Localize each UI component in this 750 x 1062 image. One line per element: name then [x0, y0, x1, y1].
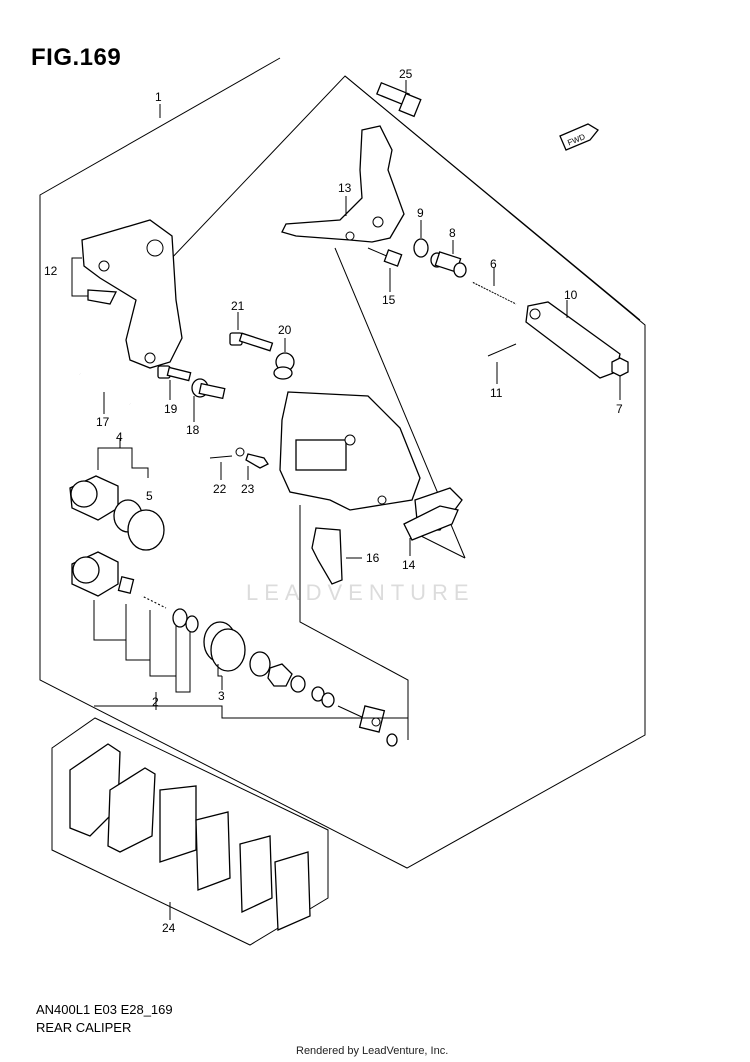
washer-c	[321, 692, 335, 708]
callout-2: 2	[152, 695, 159, 709]
ring-9	[413, 238, 429, 258]
callout-25: 25	[399, 67, 413, 81]
spring-6	[471, 280, 517, 306]
bolt-19	[157, 365, 192, 382]
gasket-14	[403, 505, 459, 541]
callout-12: 12	[44, 264, 58, 278]
seal-5b	[127, 509, 165, 551]
caliper-box	[299, 505, 409, 740]
pin-17	[79, 372, 131, 406]
bracket-4-5	[97, 447, 149, 478]
callout-21: 21	[231, 299, 245, 313]
callout-10: 10	[564, 288, 578, 302]
bracket-13	[281, 125, 405, 243]
bolt-21	[229, 332, 274, 352]
fwd-arrow-icon: FWD	[559, 123, 599, 151]
watermark-text: LEADVENTURE	[246, 580, 475, 605]
bracket-2d	[175, 632, 191, 693]
bracket-12	[81, 219, 183, 369]
adjust-bolt	[337, 705, 386, 733]
bracket-3	[217, 664, 222, 677]
piston-4	[69, 475, 119, 521]
callout-19: 19	[164, 402, 178, 416]
bracket-2a	[93, 600, 127, 641]
pad-outline	[51, 717, 329, 946]
spring-2	[140, 593, 168, 611]
boot-20	[273, 352, 295, 380]
callout-5: 5	[146, 489, 153, 503]
callout-1: 1	[155, 90, 162, 104]
bracket-2c	[149, 626, 177, 677]
piston-2	[71, 551, 119, 597]
section-name: REAR CALIPER	[36, 1020, 132, 1035]
brake-pad-set	[69, 743, 311, 931]
bleeder-22	[209, 455, 233, 459]
cap-23	[235, 447, 269, 469]
spring-11	[487, 343, 517, 357]
callout-23: 23	[241, 482, 255, 496]
callout-14: 14	[402, 558, 416, 572]
callout-20: 20	[278, 323, 292, 337]
end-nut	[386, 733, 398, 747]
washer-a	[290, 675, 306, 693]
bolt-15	[367, 247, 403, 267]
bracket-2b	[125, 610, 151, 661]
callout-17: 17	[96, 415, 110, 429]
callout-3: 3	[218, 689, 225, 703]
nut-7	[611, 357, 629, 377]
callout-13: 13	[338, 181, 352, 195]
callout-15: 15	[382, 293, 396, 307]
bolt-25	[375, 81, 422, 118]
shaft-gear	[267, 663, 293, 687]
callout-7: 7	[616, 402, 623, 416]
callout-9: 9	[417, 206, 424, 220]
bracket-12	[71, 257, 88, 297]
callout-4: 4	[116, 430, 123, 444]
adjuster-nut	[117, 575, 135, 595]
model-code: AN400L1 E03 E28_169	[36, 1002, 173, 1017]
render-credit: Rendered by LeadVenture, Inc.	[296, 1045, 449, 1057]
ring-2b	[185, 615, 199, 633]
bracket-outline	[344, 75, 641, 321]
clip-16	[311, 527, 343, 585]
callout-22: 22	[213, 482, 227, 496]
figure-title: FIG.169	[31, 44, 122, 71]
bracket-link-line-2	[414, 532, 466, 559]
bracket-2-3-bottom	[94, 705, 409, 740]
arm-10	[525, 301, 621, 379]
ring-2a	[172, 608, 188, 628]
callout-11: 11	[490, 386, 503, 400]
bushing-8	[430, 251, 467, 278]
callout-18: 18	[186, 423, 200, 437]
circlip	[249, 651, 271, 677]
callout-8: 8	[449, 226, 456, 240]
callout-6: 6	[490, 257, 497, 271]
callout-24: 24	[162, 921, 176, 935]
pin-18	[191, 378, 226, 400]
callout-16: 16	[366, 551, 380, 565]
seal-3b	[210, 628, 246, 672]
